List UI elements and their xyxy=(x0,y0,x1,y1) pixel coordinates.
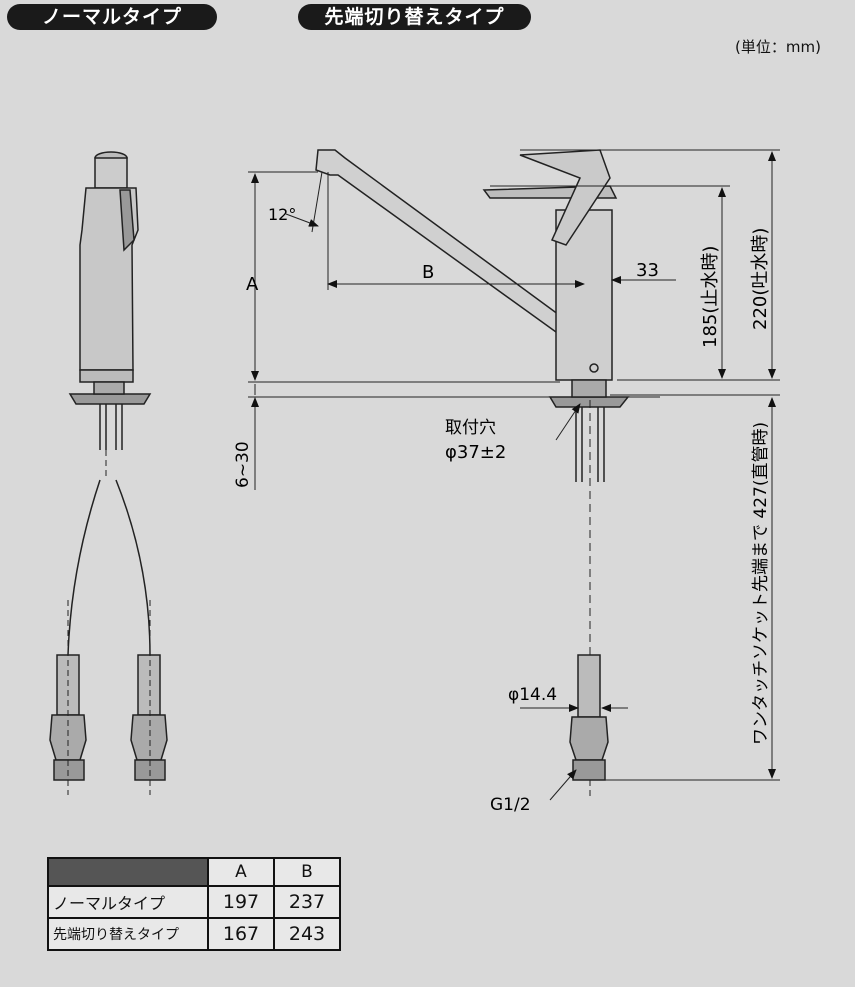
switching-faucet-side-view xyxy=(315,149,630,781)
angle-label: 12° xyxy=(268,205,296,224)
spout-height-label: 220(吐水時) xyxy=(750,228,771,330)
tab-normal-type: ノーマルタイプ xyxy=(7,4,217,30)
table-header-cell xyxy=(47,857,209,887)
socket-length-label: ワンタッチソケット先端まで 427(直管時) xyxy=(751,422,771,745)
hole-label: 取付穴 xyxy=(445,418,496,438)
table-cell: 167 xyxy=(207,917,275,951)
table-row: 先端切り替えタイプ 167 243 xyxy=(47,917,341,951)
normal-faucet-front-view xyxy=(49,151,168,781)
range-label: 6~30 xyxy=(233,441,253,488)
table-header-row: A B xyxy=(47,857,341,887)
table-header-cell: A xyxy=(207,857,275,887)
hose-diameter-label: φ14.4 xyxy=(508,685,557,705)
table-cell: 243 xyxy=(273,917,341,951)
unit-label: (単位：mm) xyxy=(735,38,821,56)
dimension-b-label: B xyxy=(422,262,434,283)
table-cell: 197 xyxy=(207,885,275,919)
table-cell: 先端切り替えタイプ xyxy=(47,917,209,951)
table-cell: ノーマルタイプ xyxy=(47,885,209,919)
tab-switching-type: 先端切り替えタイプ xyxy=(298,4,531,30)
table-cell: 237 xyxy=(273,885,341,919)
table-header-cell: B xyxy=(273,857,341,887)
dimension-a-label: A xyxy=(246,274,259,295)
stop-height-label: 185(止水時) xyxy=(700,246,721,348)
hole-diameter-label: φ37±2 xyxy=(445,442,506,463)
table-row: ノーマルタイプ 197 237 xyxy=(47,885,341,919)
dimension-33-label: 33 xyxy=(636,260,659,281)
dimension-table: A B ノーマルタイプ 197 237 先端切り替えタイプ 167 243 xyxy=(47,857,341,951)
thread-label: G1/2 xyxy=(490,795,531,815)
